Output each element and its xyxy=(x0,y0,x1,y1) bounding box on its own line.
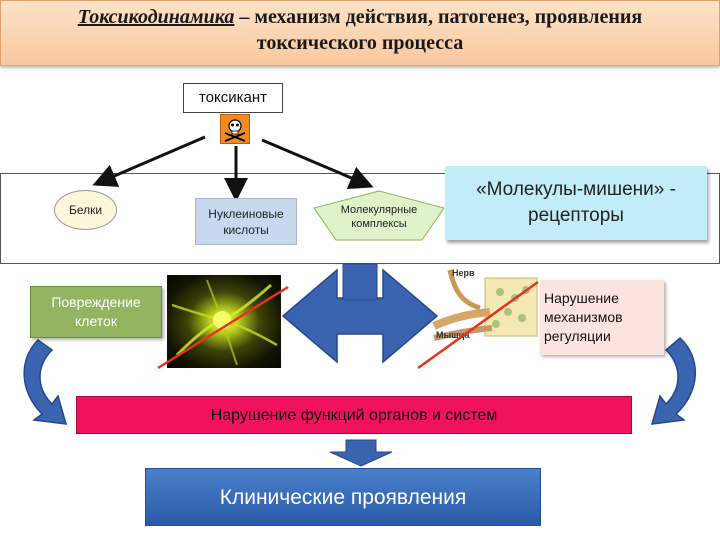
regulation-line-3: регуляции xyxy=(544,328,611,344)
muscle-label: Мышца xyxy=(436,330,470,340)
organ-dysfunction-bar: Нарушение функций органов и систем xyxy=(76,396,632,434)
title-banner xyxy=(0,0,720,66)
nucleic-acids-label: Нуклеиновые кислоты xyxy=(208,206,284,237)
nucleic-acids-node: Нуклеиновые кислоты xyxy=(195,198,297,245)
regulation-box: Нарушение механизмов регуляции xyxy=(540,280,664,355)
arrow-stem xyxy=(342,263,378,301)
skull-crossbones-icon xyxy=(220,114,250,144)
cell-damage-box: Повреждение клеток xyxy=(30,286,162,338)
receptors-label: «Молекулы-мишени» - рецепторы xyxy=(476,179,676,226)
title-line1-rest: – механизм действия, патогенез, проявлен… xyxy=(234,6,643,28)
neuron-image xyxy=(167,275,281,368)
receptors-box: «Молекулы-мишени» - рецепторы xyxy=(445,166,707,240)
toxicant-box: токсикант xyxy=(183,83,283,113)
title-emphasis: Токсикодинамика xyxy=(77,6,235,28)
proteins-node: Белки xyxy=(54,190,117,230)
cell-damage-label: Повреждение клеток xyxy=(51,294,141,329)
clinical-box: Клинические проявления xyxy=(145,468,541,526)
double-arrow xyxy=(281,268,439,364)
regulation-line-2: механизмов xyxy=(544,309,623,325)
nerve-label: Нерв xyxy=(452,268,475,278)
page-title: Токсикодинамика – механизм действия, пат… xyxy=(0,4,720,56)
complexes-label: Молекулярные комплексы xyxy=(340,204,418,230)
complexes-pentagon xyxy=(313,190,445,241)
left-curved-arrow xyxy=(23,339,68,425)
down-arrow xyxy=(329,439,393,467)
title-line2: токсического процесса xyxy=(256,32,464,54)
regulation-line-1: Нарушение xyxy=(544,290,619,306)
